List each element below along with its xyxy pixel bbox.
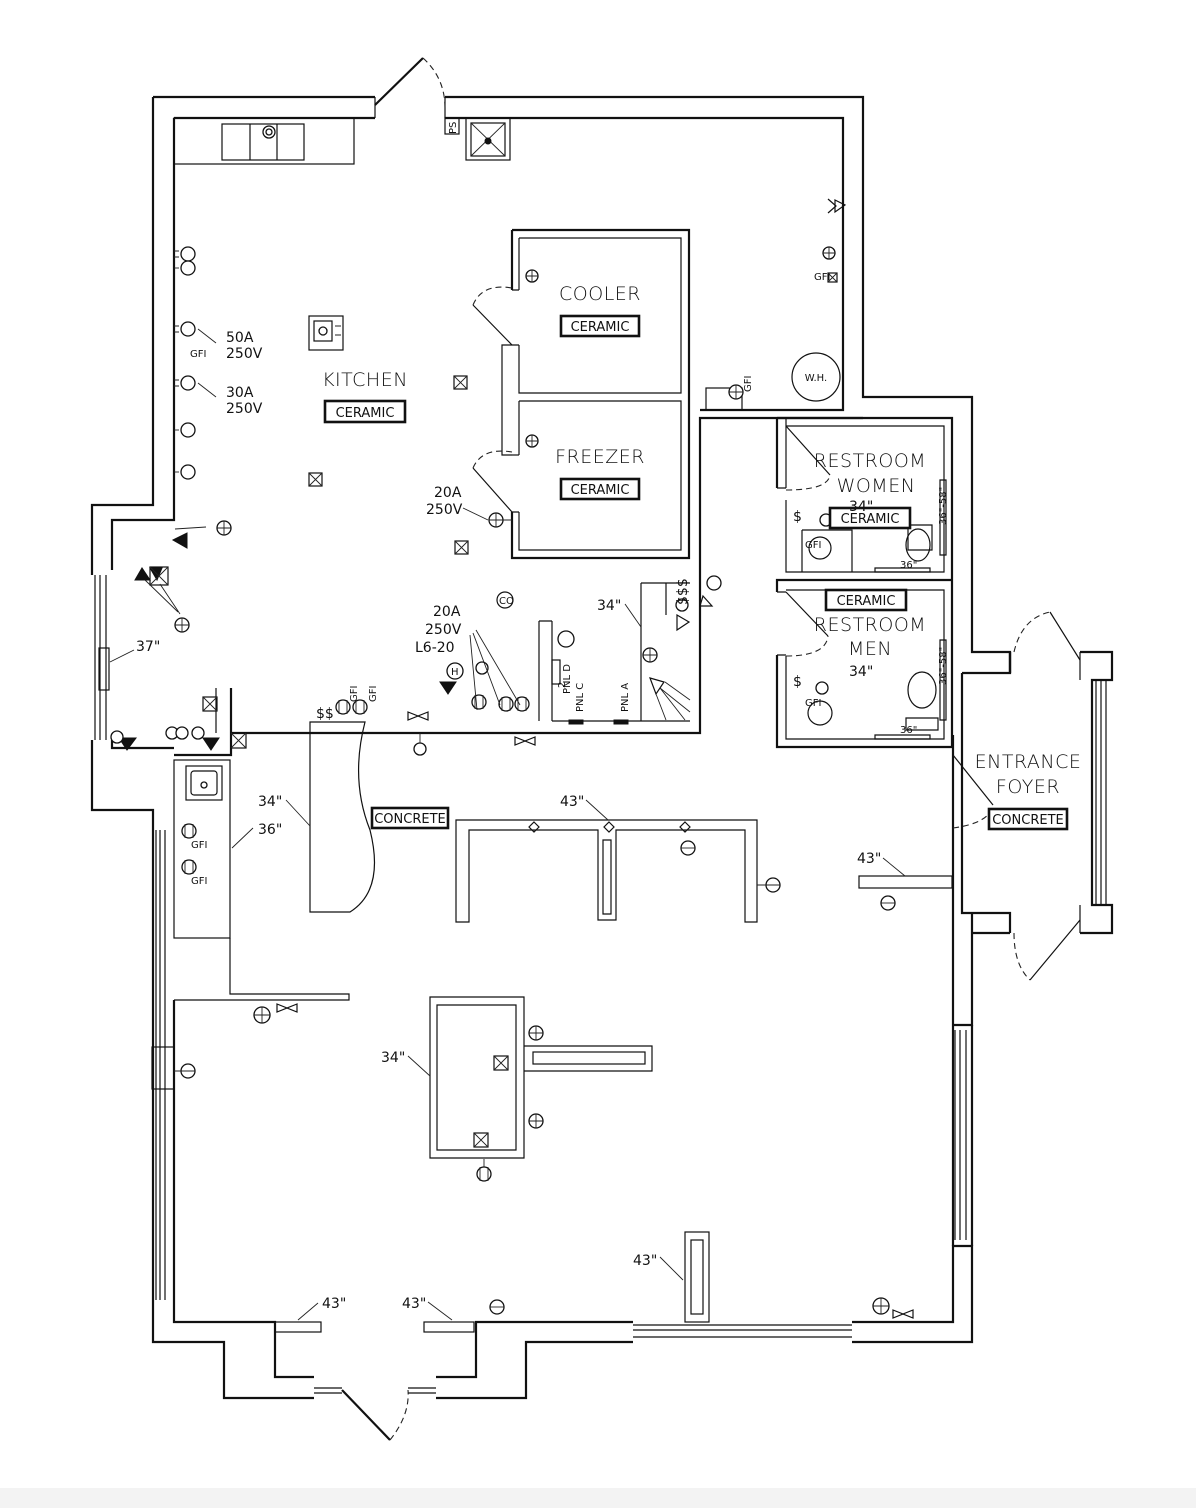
floor-drains bbox=[308, 375, 469, 555]
kitchen-side-devices bbox=[134, 526, 207, 633]
dim-43-display: 43" bbox=[633, 1253, 657, 1269]
entrance-foyer bbox=[952, 611, 1114, 981]
page-footer-strip bbox=[0, 1488, 1196, 1508]
freezer-title: FREEZER bbox=[555, 446, 645, 468]
dim-34-panel: 34" bbox=[597, 598, 621, 614]
switch-women: $ bbox=[793, 509, 802, 525]
kitchen-finish: CERAMIC bbox=[336, 406, 395, 421]
men-room-title-1: RESTROOM bbox=[814, 614, 926, 636]
kitchen-hand-sink bbox=[308, 315, 344, 351]
foyer-finish-tag bbox=[987, 807, 1069, 831]
cooler-finish-tag bbox=[559, 314, 641, 338]
display-rack bbox=[684, 1231, 710, 1323]
cooler-finish: CERAMIC bbox=[571, 320, 630, 335]
gfi-s1: GFI bbox=[191, 840, 207, 851]
gfi-p2: GFI bbox=[368, 686, 379, 702]
p-20a-label: 20A bbox=[433, 604, 461, 620]
grab-women: 36"-58" bbox=[938, 487, 949, 525]
women-room-title-2: WOMEN bbox=[837, 475, 916, 497]
women-room-title-1: RESTROOM bbox=[814, 450, 926, 472]
curved-counter bbox=[309, 721, 376, 913]
switch-men: $ bbox=[793, 674, 802, 690]
bar-counter bbox=[455, 819, 781, 923]
gfi-right: GFI bbox=[814, 272, 830, 283]
switch-stack: $$$ bbox=[675, 578, 691, 605]
foyer-finish: CONCRETE bbox=[992, 813, 1064, 828]
dim-37: 37" bbox=[136, 639, 160, 655]
k-30v-label: 250V bbox=[226, 401, 263, 417]
dim-34-women: 34" bbox=[849, 499, 873, 515]
foyer-title-1: ENTRANCE bbox=[975, 751, 1082, 773]
kitchen-title: KITCHEN bbox=[322, 369, 408, 391]
rear-door bbox=[374, 57, 446, 118]
dim-43-counter: 43" bbox=[560, 794, 584, 810]
pnl-c-label: PNL C bbox=[575, 683, 586, 712]
walk-in-boxes bbox=[472, 228, 691, 560]
k-gfi-1: GFI bbox=[190, 349, 206, 360]
dim-43-bottom-mid: 43" bbox=[402, 1296, 426, 1312]
gfi-wh: GFI bbox=[743, 376, 754, 392]
panel-area bbox=[110, 416, 863, 757]
k-50a-label: 50A bbox=[226, 330, 254, 346]
island-counter bbox=[429, 996, 653, 1182]
dim-34-counter: 34" bbox=[258, 794, 282, 810]
gfi-s2: GFI bbox=[191, 876, 207, 887]
dim-36-women: 36" bbox=[900, 560, 917, 571]
kitchen-finish-tag bbox=[323, 399, 407, 424]
dim-43-bottom-left: 43" bbox=[322, 1296, 346, 1312]
grab-men: 36"-58" bbox=[938, 647, 949, 685]
gfi-women: GFI bbox=[805, 540, 821, 551]
p-20v-label: 250V bbox=[425, 622, 462, 638]
p-l620-label: L6-20 bbox=[415, 640, 455, 656]
women-finish-tag bbox=[828, 506, 912, 530]
exterior-walls bbox=[90, 95, 1012, 1400]
kitchen-right-devices bbox=[705, 198, 847, 411]
mop-sink: PS bbox=[444, 117, 511, 161]
dining-finish-tag bbox=[370, 806, 450, 830]
gfi-men: GFI bbox=[805, 698, 821, 709]
cooler-title: COOLER bbox=[559, 283, 641, 305]
dining-devices bbox=[174, 1003, 914, 1319]
pnl-a-label: PNL A bbox=[620, 683, 631, 712]
women-finish: CERAMIC bbox=[841, 512, 900, 527]
pnl-2-label: 2 bbox=[557, 682, 568, 688]
dim-36: 36" bbox=[258, 822, 282, 838]
front-entrance bbox=[274, 1321, 475, 1441]
men-finish-tag bbox=[824, 588, 908, 612]
freezer-finish: CERAMIC bbox=[571, 483, 630, 498]
f-20a-label: 20A bbox=[434, 485, 462, 501]
dim-34-island: 34" bbox=[381, 1050, 405, 1066]
service-counter bbox=[173, 759, 350, 1001]
co-detector: CO bbox=[499, 596, 514, 607]
ps-label: PS bbox=[448, 122, 459, 134]
k-30a-label: 30A bbox=[226, 385, 254, 401]
dining-finish: CONCRETE bbox=[374, 812, 446, 827]
men-finish: CERAMIC bbox=[837, 594, 896, 609]
foyer-title-2: FOYER bbox=[996, 776, 1060, 798]
freezer-finish-tag bbox=[559, 477, 641, 501]
h-device: H bbox=[451, 667, 459, 678]
gfi-p1: GFI bbox=[349, 686, 360, 702]
k-50v-label: 250V bbox=[226, 346, 263, 362]
men-room-title-2: MEN bbox=[848, 638, 892, 660]
f-20v-label: 250V bbox=[426, 502, 463, 518]
kitchen-top-counter bbox=[173, 117, 355, 165]
dim-34-men: 34" bbox=[849, 664, 873, 680]
pnl-d-label: PNL D bbox=[562, 664, 573, 694]
switch-cluster: $$ bbox=[316, 706, 334, 722]
water-heater-label: W.H. bbox=[805, 373, 827, 384]
dim-43-right: 43" bbox=[857, 851, 881, 867]
freezer-receptacle bbox=[488, 512, 512, 528]
dim-36-men: 36" bbox=[900, 725, 917, 736]
foyer-ledge bbox=[858, 875, 953, 911]
kitchen-receptacles bbox=[174, 246, 232, 536]
